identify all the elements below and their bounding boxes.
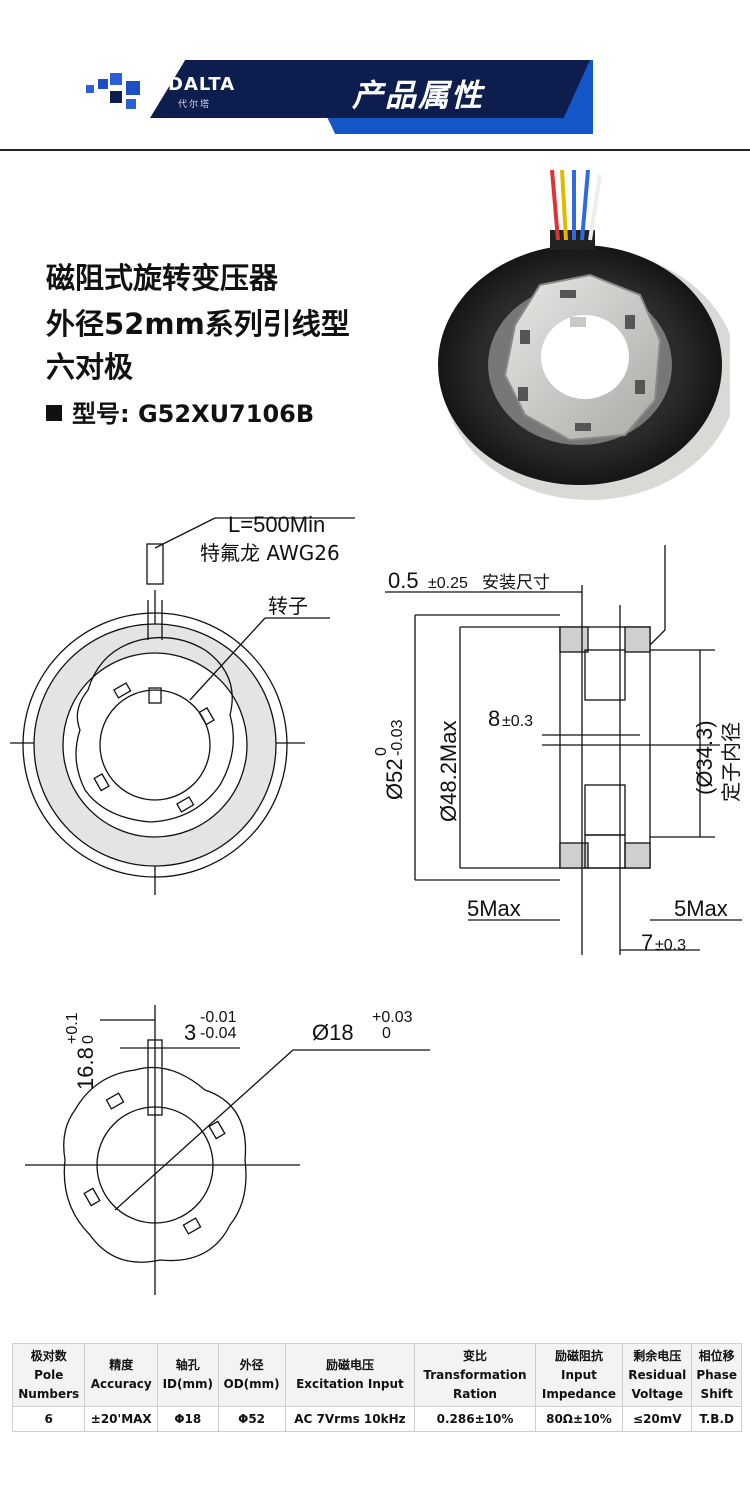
technical-drawing: L=500Min 特氟龙 AWG26 转子 0.5 ±0.25 安装尺寸 Ø52…: [10, 512, 743, 1295]
bore-tol-upper: +0.03: [372, 1009, 413, 1026]
header-title: 产品属性: [352, 78, 484, 114]
mount-text: 安装尺寸: [482, 573, 550, 593]
cell-pole: 6: [11, 1406, 86, 1432]
stator-id-dim: (Ø34.3): [692, 720, 717, 795]
cell-ratio: 0.286±10%: [414, 1406, 536, 1432]
width-tol: ±0.3: [502, 713, 533, 730]
key-width-tol-lower: -0.04: [200, 1025, 237, 1042]
od-dim: Ø52: [382, 758, 407, 800]
key-width-tol-upper: -0.01: [200, 1009, 237, 1026]
bore-dim: Ø18: [312, 1020, 354, 1045]
cell-excitation: AC 7Vrms 10kHz: [284, 1406, 416, 1432]
header-divider: [0, 149, 750, 151]
brand-logo: DALTA: [168, 74, 236, 95]
logo-pixel-blocks: [86, 71, 146, 111]
cell-id: Φ18: [157, 1406, 219, 1432]
cell-phase: T.B.D: [691, 1406, 742, 1432]
key-width-dim: 3: [184, 1020, 196, 1045]
bullet-square-icon: [46, 405, 62, 421]
cell-residual: ≤20mV: [622, 1406, 693, 1432]
lead-length-label: L=500Min: [228, 512, 325, 537]
model-label: 型号:: [72, 400, 130, 428]
width-dim: 8: [488, 706, 500, 731]
mount-dim: 0.5: [388, 568, 419, 593]
lead-wire-label: 特氟龙 AWG26: [200, 541, 340, 565]
product-title-line-2: 外径52mm系列引线型: [46, 307, 350, 341]
key-depth-tol-upper: +0.1: [64, 1012, 81, 1044]
brand-logo-sub: 代尔塔: [178, 100, 212, 110]
key-depth-tol-lower: 0: [80, 1035, 97, 1044]
od-tol-upper: 0: [373, 747, 390, 756]
banner-dark: [150, 60, 590, 118]
cell-od: Φ52: [217, 1406, 286, 1432]
inner-od-dim: Ø48.2Max: [436, 721, 461, 823]
key-depth-dim: 16.8: [73, 1047, 98, 1090]
product-photo: [438, 169, 730, 500]
bore-tol-lower: 0: [382, 1025, 391, 1042]
product-title-line-3: 六对极: [46, 350, 134, 384]
thickness-dim: 7: [641, 930, 653, 955]
model-line: 型号: G52XU7106B: [46, 394, 314, 429]
table-row: 6 ±20'MAX Φ18 Φ52 AC 7Vrms 10kHz 0.286±1…: [11, 1406, 742, 1432]
product-title-line-1: 磁阻式旋转变压器: [46, 261, 279, 295]
stator-id-label: 定子内径: [719, 722, 743, 802]
mount-tol: ±0.25: [428, 575, 468, 592]
rotor-label: 转子: [268, 594, 308, 618]
cell-accuracy: ±20'MAX: [84, 1406, 159, 1432]
max-right-dim: 5Max: [674, 896, 728, 921]
max-left-dim: 5Max: [467, 896, 521, 921]
model-number: G52XU7106B: [137, 400, 315, 428]
thickness-tol: ±0.3: [655, 937, 686, 954]
cell-impedance: 80Ω±10%: [534, 1406, 624, 1432]
od-tol-lower: -0.03: [389, 719, 406, 756]
